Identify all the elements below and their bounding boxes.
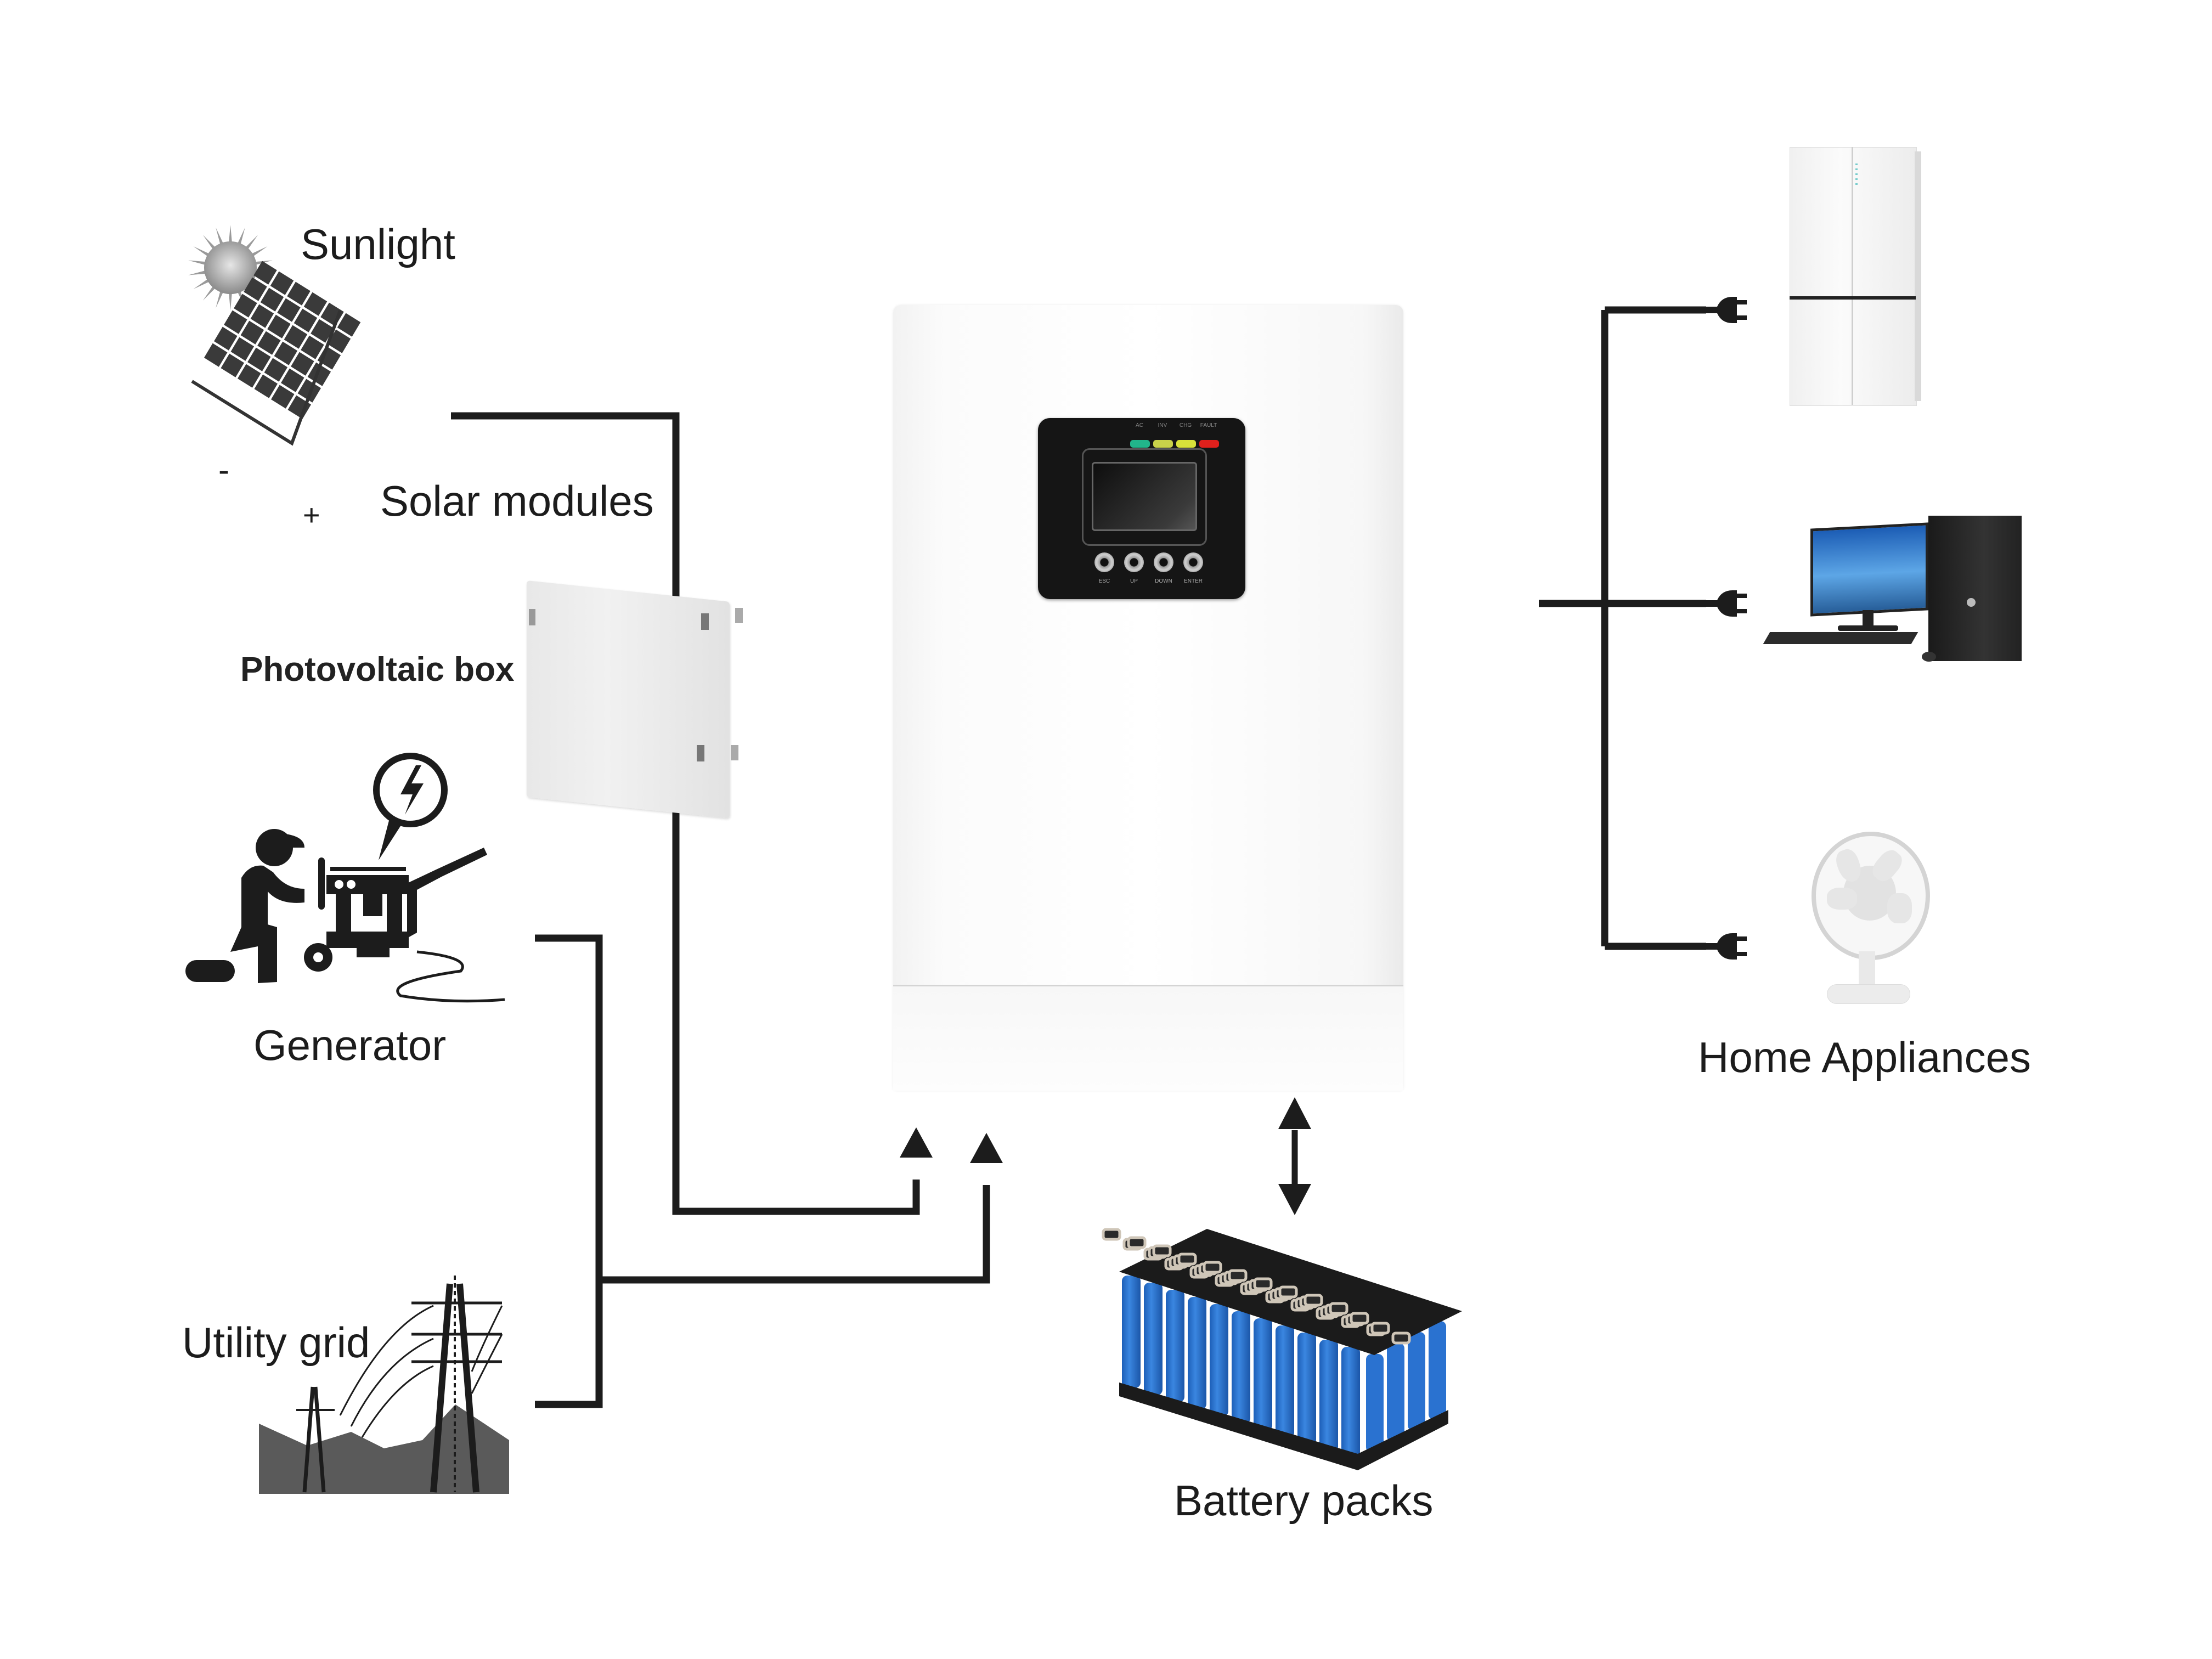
combiner-box-icon — [527, 580, 746, 819]
solar-to-inverter-line — [451, 412, 920, 1215]
generator-line — [535, 934, 603, 1408]
lcd-frame — [1082, 448, 1207, 546]
inverter-control-panel: AC INV CHG FAULT ESC UP DOWN ENTER — [1038, 418, 1245, 599]
hybrid-inverter-icon: AC INV CHG FAULT ESC UP DOWN ENTER — [893, 305, 1403, 1091]
generator-label: Generator — [253, 1021, 447, 1069]
battery-arrow-down-head — [1278, 1184, 1311, 1215]
solar-minus-sign: - — [218, 452, 229, 488]
button-label: ENTER — [1184, 578, 1203, 584]
utility-grid-label: Utility grid — [182, 1318, 370, 1367]
button-esc[interactable] — [1094, 552, 1114, 572]
fan-icon — [1805, 827, 1942, 1008]
led-label: AC — [1136, 422, 1143, 428]
button-up[interactable] — [1124, 552, 1144, 572]
plug-icon — [1706, 933, 1747, 960]
button-label: UP — [1130, 578, 1138, 584]
plug-icons — [1706, 297, 1747, 960]
arrow-solar-head — [900, 1127, 933, 1158]
led-label: INV — [1158, 422, 1167, 428]
inverter-bottom-cover — [893, 985, 1403, 1091]
led-label: CHG — [1179, 422, 1192, 428]
led-label: FAULT — [1200, 422, 1217, 428]
computer-icon — [1763, 516, 2027, 680]
button-label: DOWN — [1155, 578, 1172, 584]
grid-bus-to-inverter-line — [599, 1185, 990, 1284]
led-inv-indicator — [1153, 440, 1173, 448]
button-enter[interactable] — [1183, 552, 1203, 572]
led-chg-indicator — [1176, 440, 1196, 448]
battery-arrow-up-head — [1278, 1097, 1311, 1129]
lcd-screen — [1092, 462, 1197, 531]
home-appliances-label: Home Appliances — [1698, 1033, 2032, 1081]
solar-plus-sign: + — [303, 499, 320, 532]
plug-icon — [1706, 297, 1747, 323]
battery-packs-label: Battery packs — [1174, 1476, 1434, 1525]
photovoltaic-box-label: Photovoltaic box — [240, 651, 515, 689]
sunlight-label: Sunlight — [301, 220, 455, 268]
button-down[interactable] — [1154, 552, 1173, 572]
plug-icon — [1706, 590, 1747, 617]
led-ac-indicator — [1130, 440, 1150, 448]
arrow-grid-head — [970, 1133, 1003, 1163]
led-fault-indicator — [1199, 440, 1219, 448]
refrigerator-icon — [1790, 147, 1921, 410]
solar-modules-label: Solar modules — [380, 477, 654, 525]
button-label: ESC — [1098, 578, 1110, 584]
